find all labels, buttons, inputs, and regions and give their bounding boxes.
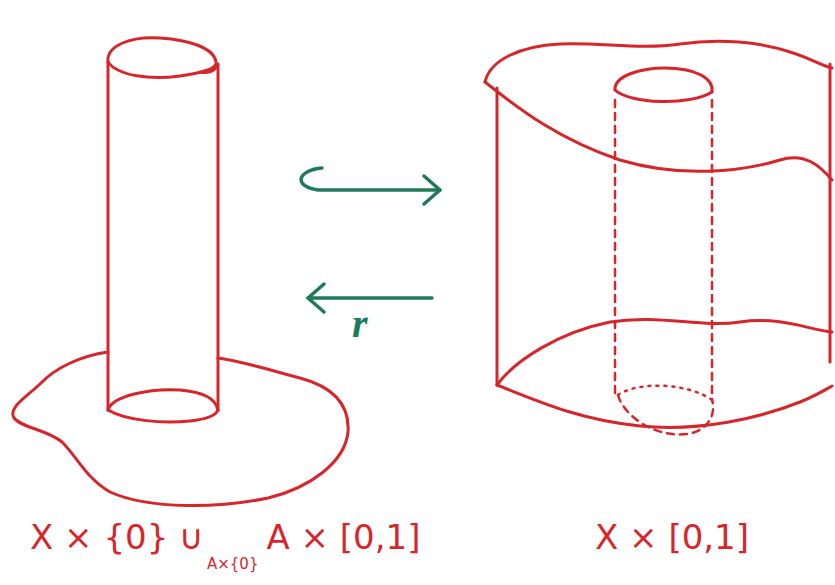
map-name: r bbox=[352, 302, 368, 346]
space-formula: X × [0,1] bbox=[595, 515, 749, 559]
space-caption: X × {0} ∪A×{0}A × [0,1] bbox=[30, 515, 420, 559]
space-formula: X × {0} ∪ bbox=[30, 515, 204, 559]
subscript: A×{0} bbox=[207, 555, 258, 573]
space-formula: A × [0,1] bbox=[266, 515, 420, 559]
